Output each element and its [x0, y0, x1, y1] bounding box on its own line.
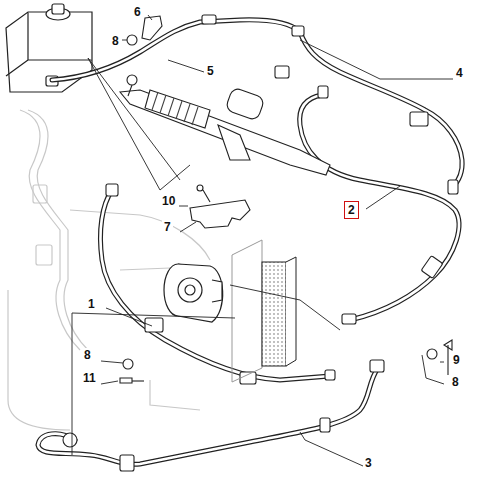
- callout-number: 8: [450, 375, 461, 389]
- callout-number: 10: [160, 194, 177, 208]
- highlight-box: 2: [344, 201, 359, 219]
- callout-number: 11: [81, 371, 98, 385]
- callout-number: 9: [451, 353, 462, 367]
- callout-number: 4: [454, 66, 465, 80]
- callout-number: 8: [82, 348, 93, 362]
- callout-number: 5: [205, 64, 216, 78]
- callout-number: 2: [348, 203, 355, 217]
- callout-number: 8: [110, 34, 121, 48]
- callout-number: 3: [363, 456, 374, 470]
- callout-number: 1: [86, 297, 97, 311]
- callout-number: 6: [132, 5, 143, 19]
- callout-number: 7: [162, 220, 173, 234]
